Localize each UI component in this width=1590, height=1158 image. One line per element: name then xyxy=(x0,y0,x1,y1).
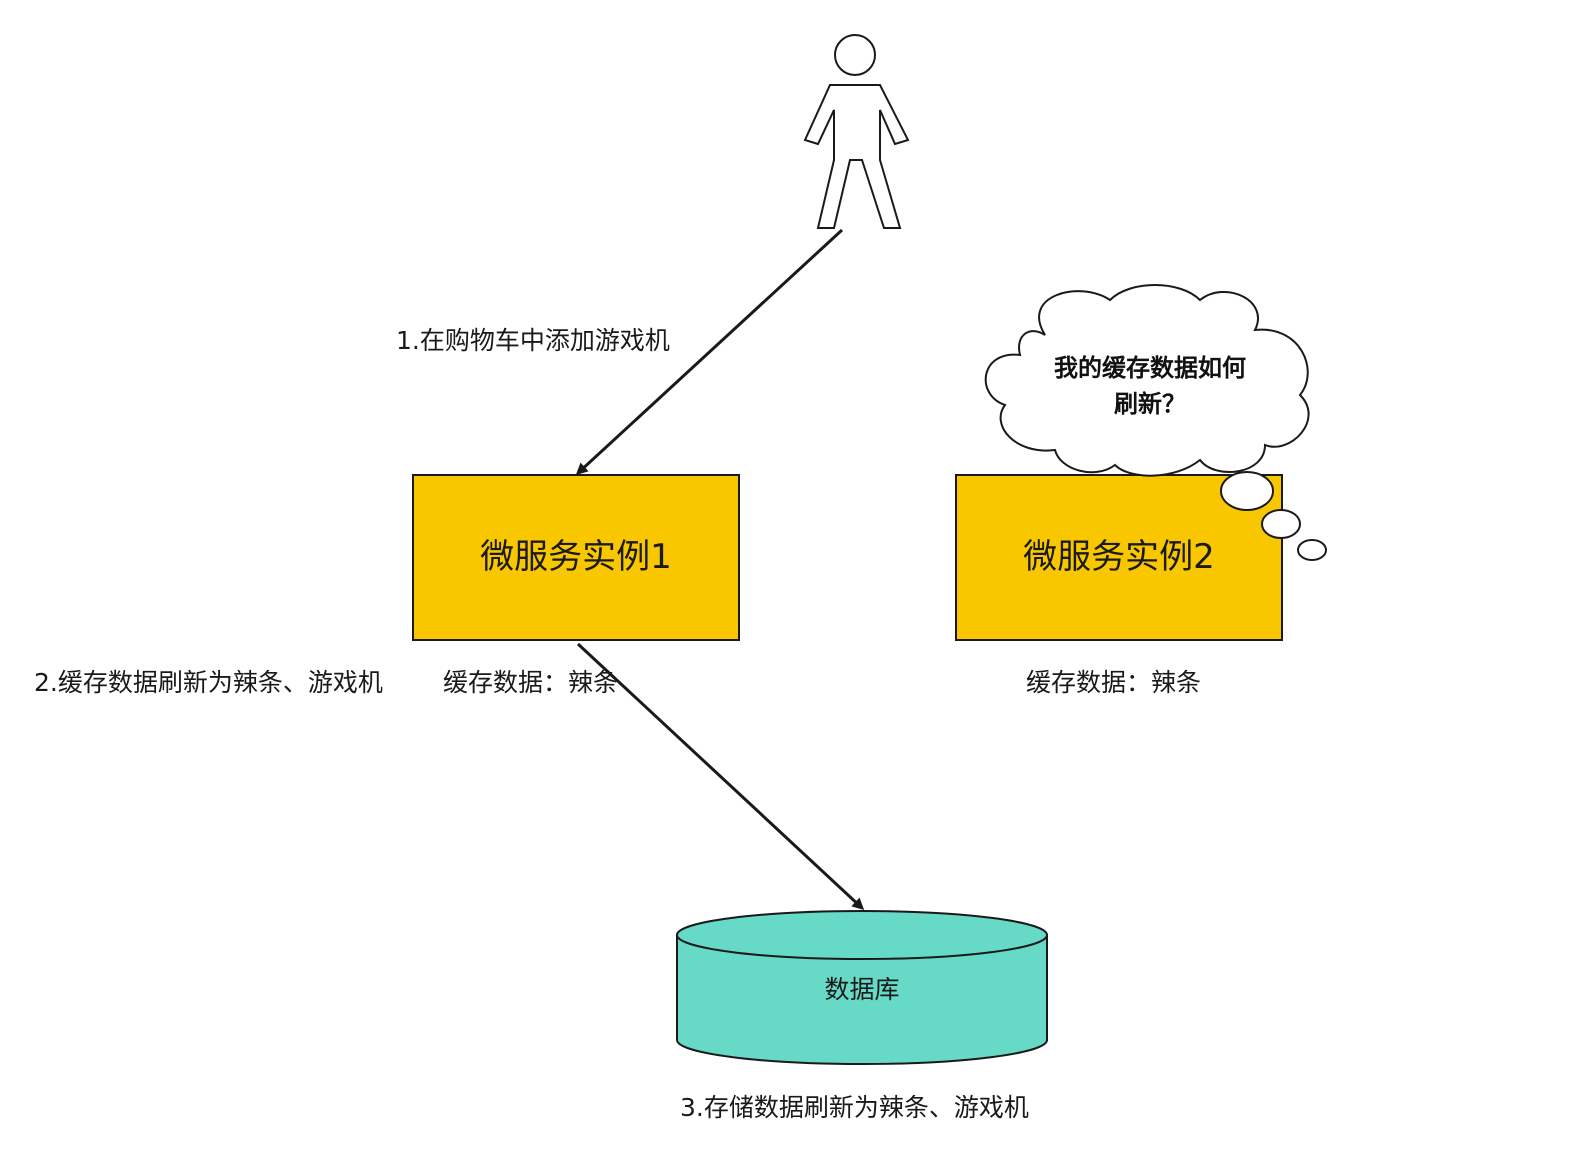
user-actor-icon xyxy=(803,34,910,229)
service-instance-1-cache-label: 缓存数据：辣条 xyxy=(443,668,619,697)
thought-cloud-icon xyxy=(984,284,1327,561)
database-cylinder-icon xyxy=(676,910,1048,1065)
thought-text: 我的缓存数据如何 刷新？ xyxy=(1015,350,1285,422)
service-instance-1-box xyxy=(412,474,740,641)
request-arrow xyxy=(575,228,844,476)
thought-text-line-1: 我的缓存数据如何 xyxy=(1054,354,1246,382)
service-instance-1-title: 微服务实例1 xyxy=(480,537,672,577)
thought-text-line-2: 刷新？ xyxy=(1114,390,1186,418)
store-arrow xyxy=(576,642,865,911)
database-title: 数据库 xyxy=(824,975,900,1004)
service-instance-2-title: 微服务实例2 xyxy=(1023,537,1215,577)
step-3-label: 3.存储数据刷新为辣条、游戏机 xyxy=(680,1093,1029,1122)
step-1-label: 1.在购物车中添加游戏机 xyxy=(396,326,670,355)
service-instance-2-cache-label: 缓存数据：辣条 xyxy=(1026,668,1202,697)
step-2-label: 2.缓存数据刷新为辣条、游戏机 xyxy=(34,668,383,697)
